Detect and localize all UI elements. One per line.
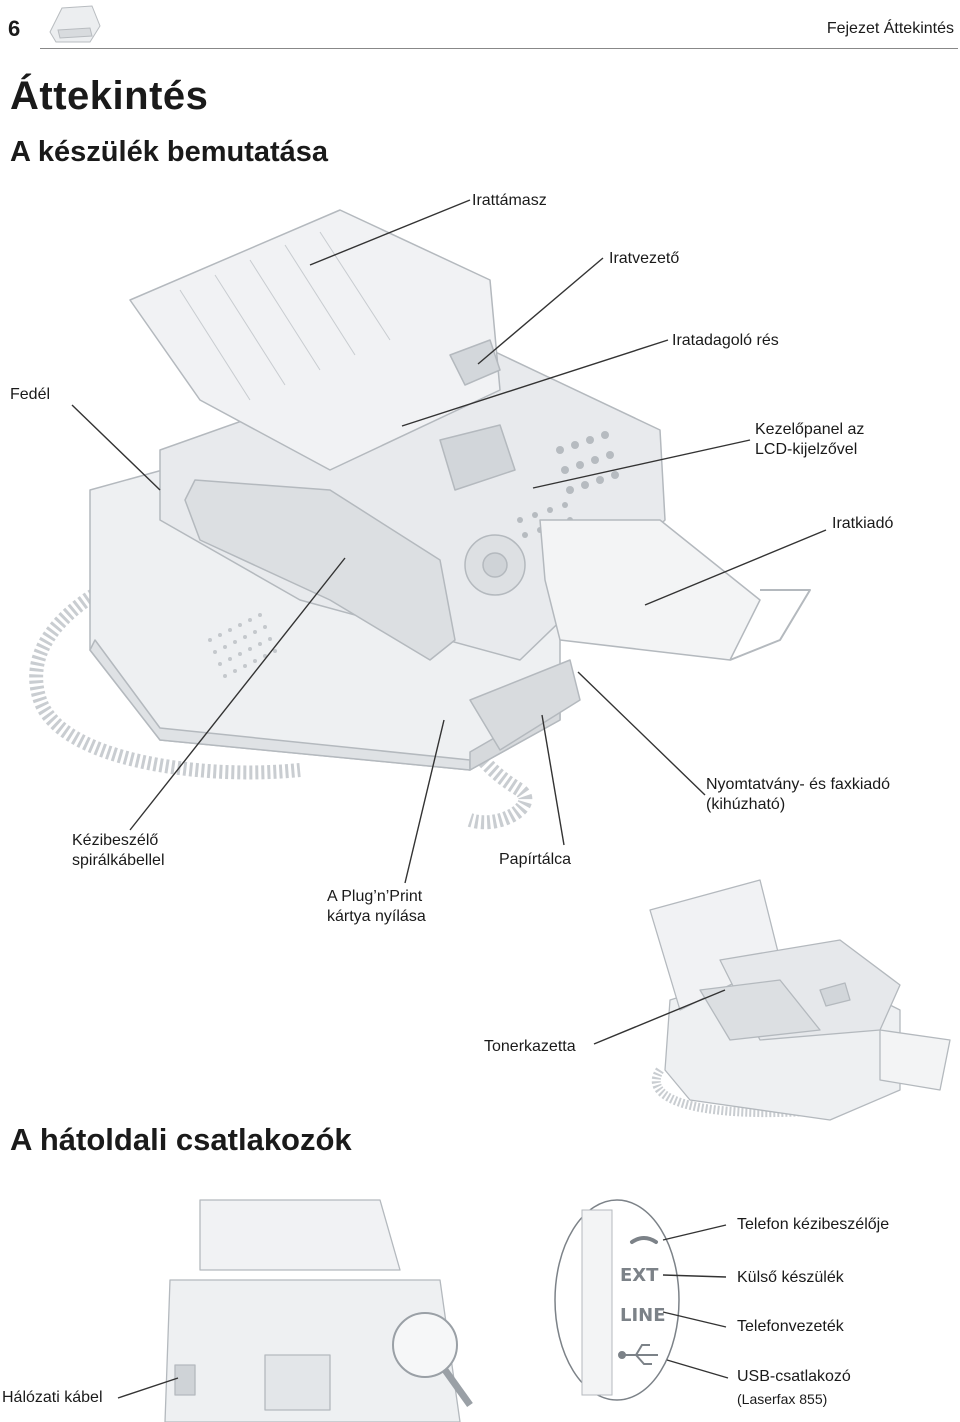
label-handset-line1: Kézibeszélő <box>72 832 159 849</box>
page-title: Áttekintés <box>10 74 209 118</box>
chapter-title: Fejezet Áttekintés <box>826 20 954 37</box>
label-usb-port: USB-csatlakozó <box>737 1368 851 1385</box>
ext-port-mark: EXT <box>620 1265 659 1286</box>
header-thumbnail <box>49 5 101 43</box>
label-document-support: Irattámasz <box>472 192 547 209</box>
label-control-panel: Kezelőpanel az LCD-kijelzővel <box>755 420 864 460</box>
label-document-guide: Iratvezető <box>609 250 680 267</box>
line-port-mark: LINE <box>620 1305 666 1326</box>
usb-icon <box>618 1344 658 1365</box>
label-print-output-line1: Nyomtatvány- és faxkiadó <box>706 776 891 793</box>
rear-connector-closeup: EXT LINE <box>554 1199 680 1401</box>
leader-lines <box>71 199 827 1399</box>
fax-machine-rear-view <box>164 1199 473 1422</box>
label-control-panel-line2: LCD-kijelzővel <box>755 441 858 458</box>
label-document-output: Iratkiadó <box>832 515 894 532</box>
label-card-slot: A Plug’n’Print kártya nyílása <box>327 887 426 927</box>
fax-machine-toner-view <box>649 879 951 1121</box>
page-number: 6 <box>8 16 21 41</box>
header-rule <box>40 48 958 49</box>
label-power-cable: Hálózati kábel <box>2 1389 103 1406</box>
handset-port-icon <box>630 1236 658 1244</box>
label-handset-line2: spirálkábellel <box>72 852 165 869</box>
section-heading-rear-connectors: A hátoldali csatlakozók <box>10 1122 352 1157</box>
label-print-output-line2: (kihúzható) <box>706 796 786 813</box>
label-usb-note: (Laserfax 855) <box>737 1391 828 1407</box>
label-cover: Fedél <box>10 386 51 403</box>
label-handset-port: Telefon kézibeszélője <box>737 1216 890 1233</box>
section-heading-overview: A készülék bemutatása <box>10 136 329 168</box>
label-card-slot-line2: kártya nyílása <box>327 908 426 925</box>
label-paper-tray: Papírtálca <box>499 851 572 868</box>
label-handset: Kézibeszélő spirálkábellel <box>72 831 165 871</box>
label-control-panel-line1: Kezelőpanel az <box>755 421 865 438</box>
label-print-output: Nyomtatvány- és faxkiadó (kihúzható) <box>706 775 890 815</box>
label-card-slot-line1: A Plug’n’Print <box>327 888 423 905</box>
label-line-port: Telefonvezeték <box>737 1318 844 1335</box>
fax-machine-main <box>29 209 811 830</box>
label-document-feeder-slot: Iratadagoló rés <box>672 332 779 349</box>
label-ext-port: Külső készülék <box>737 1269 844 1286</box>
label-toner: Tonerkazetta <box>484 1038 576 1055</box>
